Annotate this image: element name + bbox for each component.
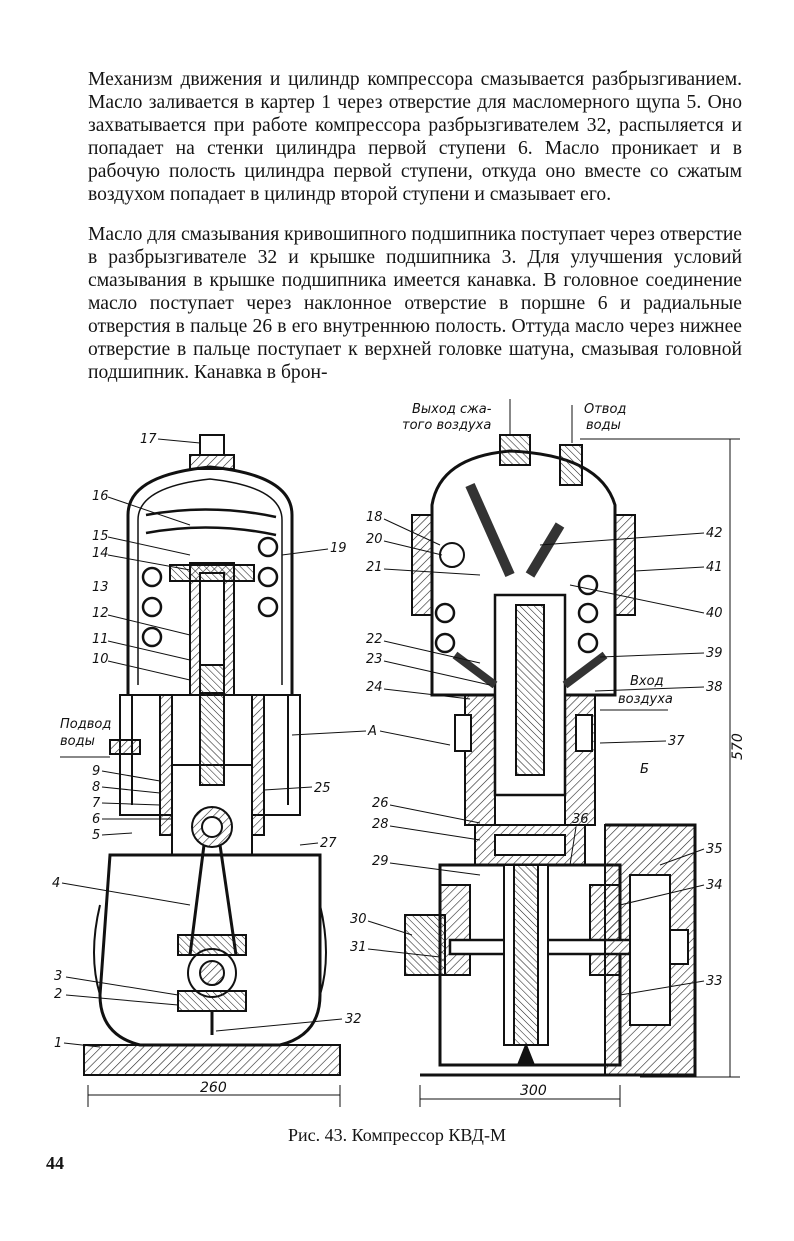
svg-text:4: 4 [52, 876, 60, 891]
dimension-570: 570 [730, 733, 746, 760]
svg-text:1: 1 [54, 1036, 62, 1051]
air-outlet-annotation: Выход сжа- того воздуха [402, 399, 511, 435]
svg-text:32: 32 [345, 1012, 362, 1027]
svg-text:24: 24 [366, 680, 383, 695]
svg-text:30: 30 [350, 912, 367, 927]
svg-text:27: 27 [320, 836, 337, 851]
air-out-line-2: того воздуха [402, 418, 491, 433]
dimension-300: 300 [520, 1083, 547, 1099]
section-a-label: А [367, 724, 377, 739]
water-drain-line-2: воды [586, 418, 621, 433]
water-in-line-1: Подвод [60, 717, 111, 732]
air-inlet-annotation: Вход воздуха [600, 674, 673, 711]
left-section-view [83, 434, 341, 1076]
water-drain-line-1: Отвод [584, 402, 626, 417]
dimension-height: 570 [580, 438, 746, 1078]
svg-text:3: 3 [54, 969, 62, 984]
left-part-labels: 17 16 15 14 13 12 11 10 9 8 7 6 5 4 3 2 … [52, 432, 362, 1051]
svg-text:26: 26 [372, 796, 389, 811]
svg-text:29: 29 [372, 854, 389, 869]
svg-text:14: 14 [92, 546, 109, 561]
svg-text:17: 17 [140, 432, 157, 447]
svg-text:7: 7 [92, 796, 101, 811]
svg-text:34: 34 [706, 878, 723, 893]
svg-text:23: 23 [366, 652, 383, 667]
right-part-labels: 18 20 21 22 23 24 26 28 29 30 31 42 41 4… [350, 510, 723, 996]
water-in-line-2: воды [60, 734, 95, 749]
svg-text:41: 41 [706, 560, 723, 575]
page-number: 44 [46, 1153, 64, 1173]
svg-text:33: 33 [706, 974, 723, 989]
svg-text:21: 21 [366, 560, 383, 575]
air-in-line-2: воздуха [618, 692, 673, 707]
svg-text:40: 40 [706, 606, 723, 621]
svg-text:15: 15 [92, 529, 109, 544]
svg-text:13: 13 [92, 580, 109, 595]
svg-text:8: 8 [92, 780, 100, 795]
air-out-line-1: Выход сжа- [412, 402, 492, 417]
svg-text:9: 9 [92, 764, 100, 779]
water-drain-annotation: Отвод воды [571, 402, 626, 443]
svg-text:2: 2 [54, 987, 62, 1002]
svg-text:39: 39 [706, 646, 723, 661]
dimension-left-width: 260 [87, 1080, 341, 1107]
svg-text:28: 28 [372, 817, 389, 832]
figure-caption: Рис. 43. Компрессор КВД-М [288, 1125, 506, 1145]
air-in-line-1: Вход [630, 674, 664, 689]
svg-text:12: 12 [92, 606, 109, 621]
svg-text:20: 20 [366, 532, 383, 547]
svg-text:37: 37 [668, 734, 685, 749]
dimension-260: 260 [200, 1080, 227, 1096]
right-section-view [404, 434, 697, 1077]
svg-text:18: 18 [366, 510, 383, 525]
svg-text:36: 36 [572, 812, 589, 827]
svg-text:6: 6 [92, 812, 100, 827]
svg-text:31: 31 [350, 940, 367, 955]
svg-text:5: 5 [92, 828, 100, 843]
svg-text:25: 25 [314, 781, 331, 796]
svg-text:22: 22 [366, 632, 383, 647]
svg-text:16: 16 [92, 489, 109, 504]
svg-text:10: 10 [92, 652, 109, 667]
paragraph-2: Масло для смазывания кривошипного подшип… [88, 224, 742, 383]
svg-text:42: 42 [706, 526, 723, 541]
compressor-drawing: 17 16 15 14 13 12 11 10 9 8 7 6 5 4 3 2 … [52, 399, 746, 1107]
paragraph-1: Механизм движения и цилиндр компрессора … [88, 69, 742, 205]
svg-text:35: 35 [706, 842, 723, 857]
svg-text:38: 38 [706, 680, 723, 695]
section-b-label: Б [640, 762, 649, 777]
svg-text:19: 19 [330, 541, 347, 556]
svg-text:11: 11 [92, 632, 109, 647]
dimension-right-width: 300 [419, 1083, 621, 1107]
water-inlet-annotation: Подвод воды [60, 717, 111, 758]
